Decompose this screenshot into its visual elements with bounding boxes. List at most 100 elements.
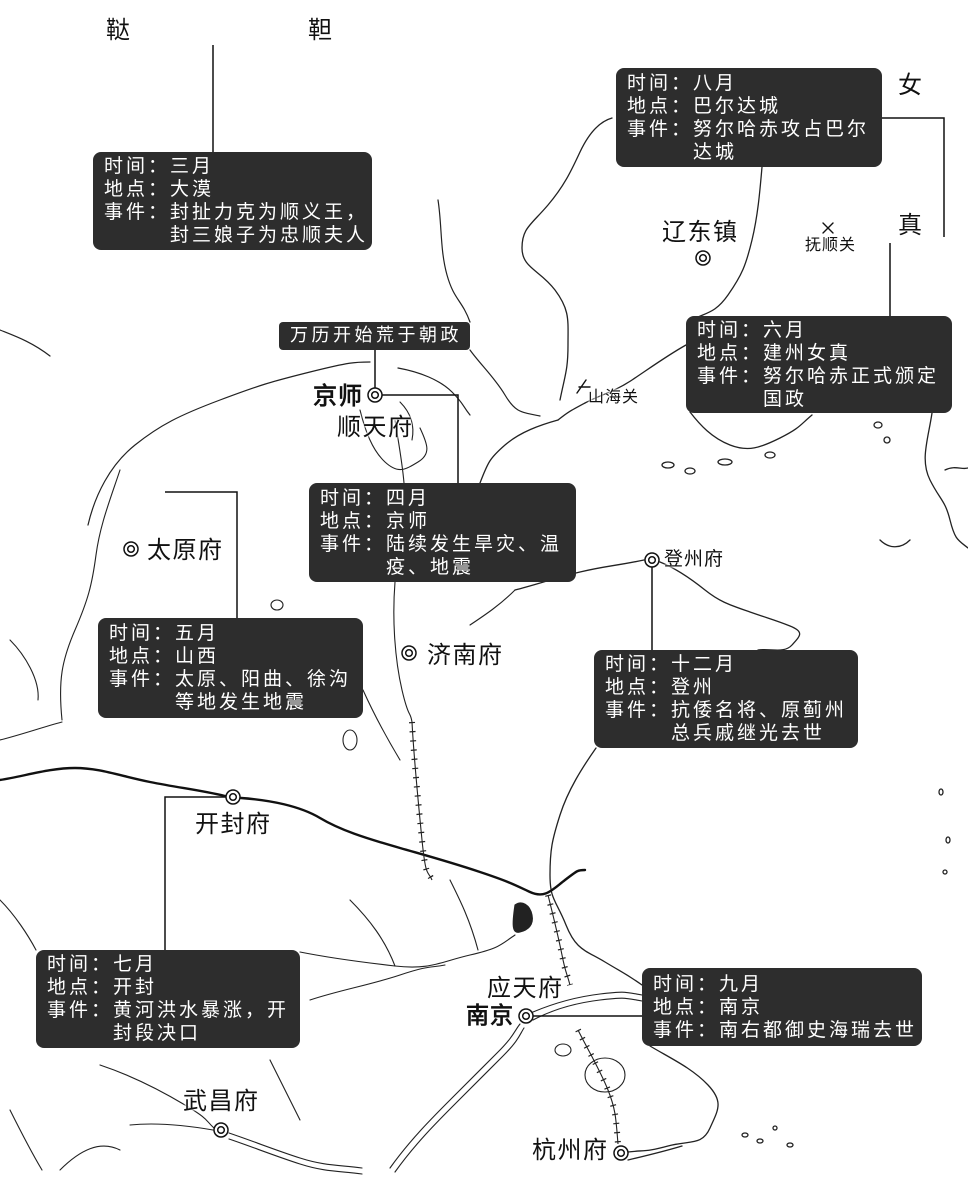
- event-time-row: 时间：六月: [697, 319, 952, 342]
- event-time-label: 时间：: [627, 71, 694, 94]
- event-place-label: 地点：: [320, 509, 387, 532]
- event-time-row: 时间：八月: [627, 72, 882, 95]
- event-time-row: 时间：七月: [47, 953, 300, 976]
- event-place-value: 建州女真: [763, 341, 852, 364]
- place-label-hangzhou: 杭州府: [532, 1136, 609, 1164]
- event-place-row: 地点：大漠: [104, 178, 372, 201]
- event-place-row: 地点：巴尔达城: [627, 95, 882, 118]
- event-text-label: 事件：: [104, 201, 171, 223]
- event-text-line: 抗倭名将、原蓟州: [671, 699, 848, 721]
- place-label-fushun-pass: 抚顺关: [805, 235, 857, 254]
- event-time-label: 时间：: [47, 953, 114, 975]
- place-label-taiyuan: 太原府: [147, 536, 224, 564]
- event-text-label: 事件：: [320, 532, 387, 555]
- event-text-label: 事件：: [605, 699, 672, 721]
- coastlines: [479, 117, 968, 1161]
- shanhai-pass-icon: [576, 379, 591, 394]
- event-time-value: 九月: [719, 972, 764, 995]
- region-label-jurchen-1: 女: [898, 71, 922, 99]
- event-text-row: 事件：太原、阳曲、徐沟: [109, 668, 363, 691]
- jinan-marker-icon: [401, 645, 417, 661]
- event-time-value: 五月: [175, 622, 220, 644]
- event-text-line: 等地发生地震: [175, 691, 308, 713]
- event-place-row: 地点：建州女真: [697, 342, 952, 365]
- wanli-banner: 万历开始荒于朝政: [279, 322, 470, 350]
- event-text-label: 事件：: [653, 1018, 720, 1041]
- event-place-value: 山西: [175, 645, 220, 667]
- event-place-value: 大漠: [170, 178, 215, 200]
- place-label-shanhai-pass: 山海关: [588, 387, 640, 406]
- yangtze-river: [129, 991, 643, 1175]
- place-label-yingtian: 应天府: [487, 974, 564, 1002]
- connector-lines: [164, 45, 945, 1017]
- event-text-label: 事件：: [697, 364, 764, 387]
- event-text-row: 疫、地震: [320, 556, 576, 579]
- taiyuan-marker-icon: [123, 541, 139, 557]
- event-box-june: 时间：六月 地点：建州女真 事件：努尔哈赤正式颁定 国政: [686, 316, 952, 413]
- place-label-liaodong: 辽东镇: [662, 218, 739, 246]
- event-place-row: 地点：开封: [47, 976, 300, 999]
- taihu-lake: [584, 1057, 626, 1093]
- event-time-value: 四月: [386, 486, 431, 509]
- event-box-july: 时间：七月 地点：开封 事件：黄河洪水暴涨，开 封段决口: [36, 950, 300, 1048]
- lakes: [270, 599, 626, 1093]
- event-place-value: 巴尔达城: [693, 94, 782, 117]
- place-label-wuchang: 武昌府: [183, 1087, 260, 1115]
- event-place-row: 地点：京师: [320, 510, 576, 533]
- event-text-row: 等地发生地震: [109, 691, 363, 714]
- event-text-label: 事件：: [109, 668, 176, 690]
- place-label-nanjing: 南京: [466, 1003, 514, 1029]
- event-box-april: 时间：四月 地点：京师 事件：陆续发生旱灾、温 疫、地震: [309, 483, 576, 582]
- event-text-line: 疫、地震: [386, 555, 475, 578]
- event-text-row: 总兵戚继光去世: [605, 722, 858, 745]
- pass-marks: [576, 222, 834, 394]
- event-text-line: 黄河洪水暴涨，开: [113, 999, 290, 1021]
- event-time-value: 八月: [693, 71, 738, 94]
- event-place-label: 地点：: [653, 995, 720, 1018]
- place-label-shuntian: 顺天府: [337, 413, 414, 441]
- nanjing-marker-icon: [518, 1008, 534, 1024]
- event-place-label: 地点：: [627, 94, 694, 117]
- event-text-row: 国政: [697, 388, 952, 411]
- event-text-label: 事件：: [627, 117, 694, 140]
- event-text-label: 事件：: [47, 999, 114, 1021]
- event-text-row: 封三娘子为忠顺夫人: [104, 224, 372, 247]
- event-text-row: 事件：南右都御史海瑞去世: [653, 1019, 922, 1042]
- event-text-row: 封段决口: [47, 1022, 300, 1045]
- region-label-jurchen-2: 真: [898, 211, 922, 239]
- event-time-label: 时间：: [320, 486, 387, 509]
- event-text-line: 封三娘子为忠顺夫人: [170, 224, 369, 246]
- event-text-line: 封扯力克为顺义王，: [170, 201, 369, 223]
- event-time-row: 时间：十二月: [605, 653, 858, 676]
- event-text-line: 国政: [763, 387, 808, 410]
- event-place-row: 地点：南京: [653, 996, 922, 1019]
- event-text-row: 事件：努尔哈赤正式颁定: [697, 365, 952, 388]
- event-time-row: 时间：五月: [109, 622, 363, 645]
- dengzhou-marker-icon: [644, 552, 660, 568]
- event-place-value: 南京: [719, 995, 764, 1018]
- event-time-label: 时间：: [697, 318, 764, 341]
- place-label-jingshi: 京师: [313, 382, 363, 410]
- event-time-value: 七月: [113, 953, 158, 975]
- event-text-line: 陆续发生旱灾、温: [386, 532, 563, 555]
- event-text-line: 努尔哈赤正式颁定: [763, 364, 940, 387]
- region-label-tatar-1: 鞑: [106, 16, 130, 44]
- event-text-row: 事件：封扯力克为顺义王，: [104, 201, 372, 224]
- wuchang-marker-icon: [213, 1122, 229, 1138]
- jingshi-marker-icon: [367, 387, 383, 403]
- event-box-december: 时间：十二月 地点：登州 事件：抗倭名将、原蓟州 总兵戚继光去世: [594, 650, 858, 748]
- place-label-jinan: 济南府: [427, 641, 504, 669]
- kaifeng-marker-icon: [225, 789, 241, 805]
- region-label-tatar-2: 靼: [308, 16, 332, 44]
- event-place-label: 地点：: [109, 645, 176, 667]
- event-place-label: 地点：: [47, 976, 114, 998]
- event-place-value: 京师: [386, 509, 431, 532]
- event-text-line: 南右都御史海瑞去世: [719, 1018, 918, 1041]
- event-time-row: 时间：三月: [104, 155, 372, 178]
- event-place-row: 地点：登州: [605, 676, 858, 699]
- event-place-row: 地点：山西: [109, 645, 363, 668]
- event-box-august: 时间：八月 地点：巴尔达城 事件：努尔哈赤攻占巴尔 达城: [616, 68, 882, 167]
- event-text-row: 事件：陆续发生旱灾、温: [320, 533, 576, 556]
